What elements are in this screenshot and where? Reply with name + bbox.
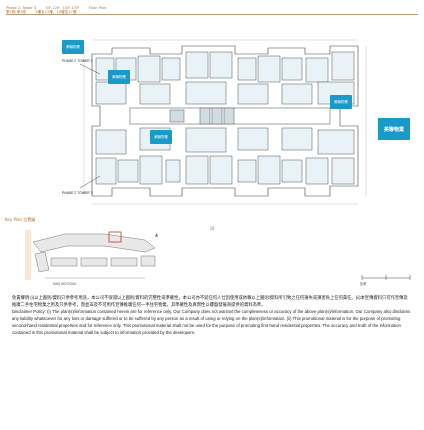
watermark-logo: 美聯物業	[108, 70, 130, 84]
header-plan-label: Floor Plan	[88, 6, 107, 10]
disclaimer-block: 免責聲明:(i)以上圖則/資料只供參考用途，本公司不保證以上圖則/資料的完整性或…	[12, 295, 412, 336]
disclaimer-chinese: 免責聲明:(i)以上圖則/資料只供參考用途，本公司不保證以上圖則/資料的完整性或…	[12, 295, 408, 307]
header-title-cn: 第2期 第3座	[6, 10, 27, 14]
header-rule	[6, 14, 418, 15]
header-floor-cn: 5樓至12樓、15樓至17樓	[35, 10, 77, 14]
north-arrow-icon: ▲	[155, 232, 159, 237]
scale-label: 比例	[360, 281, 366, 286]
watermark-logo: 美聯物業	[62, 40, 84, 54]
key-plan-label: Key Plan 位置圖	[5, 217, 36, 222]
header-floors: 5/F-12/F, 15/F-17/F	[45, 6, 80, 10]
tower-tag-bottom: PHASE 2 TOWER 3	[62, 191, 93, 195]
page-header: Phase 2, Tower 3 5/F-12/F, 15/F-17/F Flo…	[6, 6, 114, 15]
key-plan-road-label: NAM WO ROAD	[53, 282, 77, 286]
tower-tag-top: PHASE 2 TOWER 3	[62, 59, 93, 63]
disclaimer-english: Disclaimer Policy: (i) The plan(s)/infor…	[12, 308, 411, 335]
key-plan-highlight	[108, 231, 122, 243]
watermark-logo: 美聯物業	[150, 130, 172, 144]
page-number: 28	[209, 226, 215, 231]
watermark-logo-large: 美聯物業	[378, 118, 410, 140]
key-plan-diagram: NAM WO ROAD ▲	[25, 230, 159, 286]
watermark-logo: 美聯物業	[330, 95, 352, 109]
header-phase: Phase 2, Tower 3	[6, 6, 37, 10]
scale-bar: 比例	[360, 275, 411, 286]
